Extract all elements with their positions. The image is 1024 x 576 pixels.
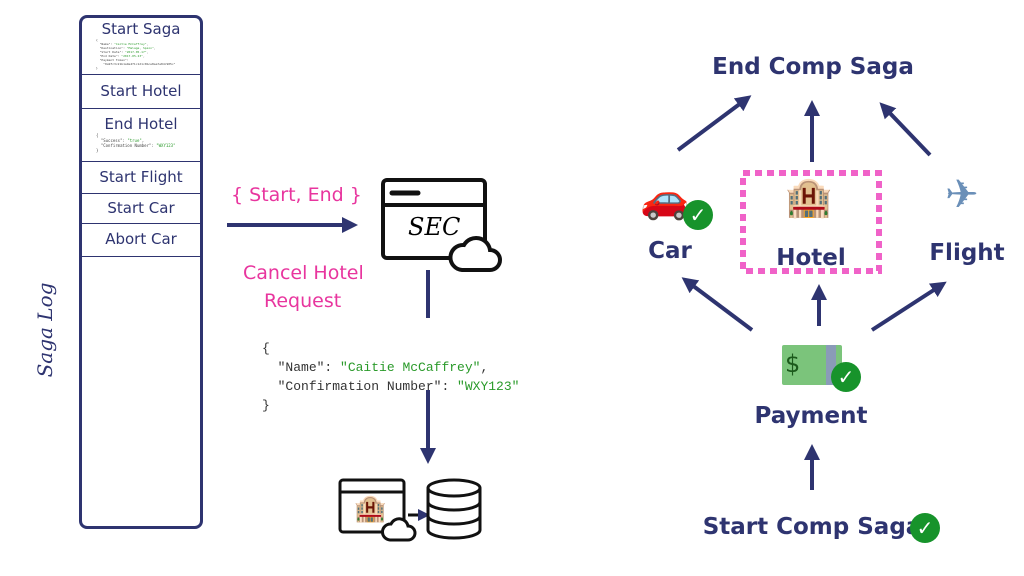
- saga-log: Start Saga { "Name": "Caitie McCaffrey",…: [79, 15, 203, 529]
- sec-label: SEC: [408, 213, 461, 241]
- flight-icon: ✈: [945, 172, 979, 218]
- arrow-flight-end: [879, 102, 932, 157]
- hotel-mini-icon: 🏨: [354, 494, 387, 524]
- log-start-saga: Start Saga { "Name": "Caitie McCaffrey",…: [82, 18, 200, 75]
- log-label: End Hotel: [104, 115, 178, 133]
- arrow-pay-car: [681, 277, 754, 332]
- log-label: Start Saga: [101, 20, 181, 38]
- dollar-icon: $: [785, 350, 801, 378]
- log-start-car: Start Car: [82, 193, 200, 224]
- json-line: "0a9fc3c21b1a9e4f1c1d1c0bce8aa7e8dc905c": [96, 62, 176, 66]
- json-line: "Destination": "Malaga, Spain",: [96, 46, 156, 50]
- json-line: "Payment Token":: [96, 58, 129, 62]
- start-check-icon: ✓: [910, 513, 940, 543]
- json-line: "Start Date": "2017-05-17",: [96, 50, 149, 54]
- start-end-label: { Start, End }: [231, 184, 362, 206]
- hotel-service-icon: [338, 478, 430, 542]
- log-start-flight: Start Flight: [82, 161, 200, 194]
- cancel-request-label-1: Cancel Hotel: [243, 262, 364, 284]
- hotel-node: Hotel: [776, 245, 846, 271]
- json-line: "Success": "true",: [96, 138, 145, 143]
- start-comp-saga-node: Start Comp Saga: [702, 514, 922, 540]
- car-check-icon: ✓: [683, 200, 713, 230]
- json-line: {: [96, 38, 98, 42]
- sec-window-icon: [381, 178, 502, 272]
- flight-node: Flight: [929, 240, 1005, 266]
- log-abort-car: Abort Car: [82, 223, 200, 257]
- end-comp-saga-node: End Comp Saga: [712, 54, 914, 80]
- end-hotel-json: { "Success": "true", "Confirmation Numbe…: [82, 133, 200, 153]
- start-saga-json: { "Name": "Caitie McCaffrey", "Destinati…: [82, 38, 200, 70]
- arrow-car-end: [676, 95, 752, 152]
- log-end-hotel: End Hotel { "Success": "true", "Confirma…: [82, 108, 200, 162]
- json-line: "End Date": "2017-05-23",: [96, 54, 145, 58]
- log-start-hotel: Start Hotel: [82, 74, 200, 109]
- database-icon: [426, 478, 482, 540]
- json-line: "Name": "Caitie McCaffrey",: [96, 42, 149, 46]
- hotel-highlight: [740, 170, 882, 274]
- cancel-request-label-2: Request: [264, 290, 342, 312]
- json-line: {: [96, 133, 99, 138]
- car-icon: 🚗: [640, 176, 690, 222]
- arrow-pay-flight: [870, 281, 947, 332]
- payment-check-icon: ✓: [831, 362, 861, 392]
- json-line: "Confirmation Number": "WXY123": [96, 143, 176, 148]
- money-icon: [782, 345, 842, 385]
- hotel-icon: 🏨: [785, 175, 833, 219]
- car-node: Car: [648, 238, 692, 264]
- payment-node: Payment: [754, 403, 868, 429]
- cancel-request-json: { "Name": "Caitie McCaffrey", "Confirmat…: [262, 341, 520, 413]
- json-line: }: [96, 148, 99, 153]
- json-line: }: [96, 66, 98, 70]
